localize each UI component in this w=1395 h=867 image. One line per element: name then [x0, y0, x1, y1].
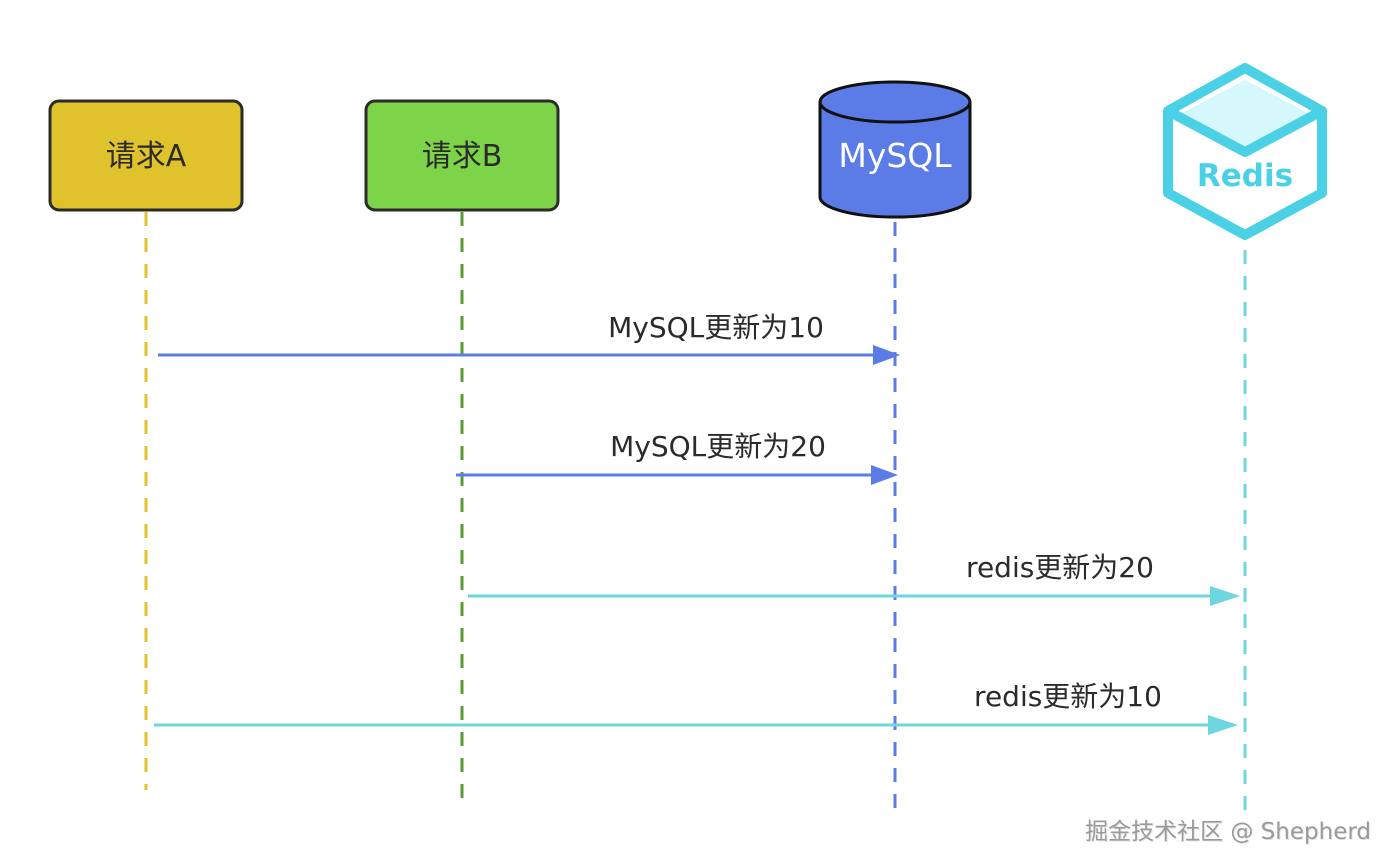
message-request-b-to-mysql: MySQL更新为20	[456, 430, 898, 485]
database-icon	[818, 80, 972, 219]
actor-redis: Redis	[1163, 63, 1327, 240]
actor-request-b-label: 请求B	[422, 139, 503, 174]
arrowhead-icon	[1208, 715, 1238, 735]
message-label: redis更新为20	[966, 551, 1154, 584]
actor-request-a: 请求A	[48, 99, 244, 212]
redis-cube-icon	[1163, 63, 1327, 240]
message-label: MySQL更新为20	[610, 430, 826, 463]
arrowhead-icon	[1210, 586, 1240, 606]
arrowhead-icon	[871, 465, 898, 485]
message-label: MySQL更新为10	[608, 311, 824, 344]
actor-mysql-label: MySQL	[838, 136, 952, 175]
arrowhead-icon	[873, 345, 900, 365]
actor-request-a-label: 请求A	[106, 139, 187, 174]
message-request-b-to-redis: redis更新为20	[468, 551, 1240, 606]
watermark: 掘金技术社区 @ Shepherd	[1085, 819, 1371, 845]
message-request-a-to-mysql: MySQL更新为10	[158, 311, 900, 365]
message-request-a-to-redis: redis更新为10	[154, 680, 1238, 735]
actor-mysql: MySQL	[818, 80, 972, 219]
actor-redis-label: Redis	[1197, 158, 1293, 194]
actor-request-b: 请求B	[364, 99, 560, 212]
message-label: redis更新为10	[974, 680, 1162, 713]
